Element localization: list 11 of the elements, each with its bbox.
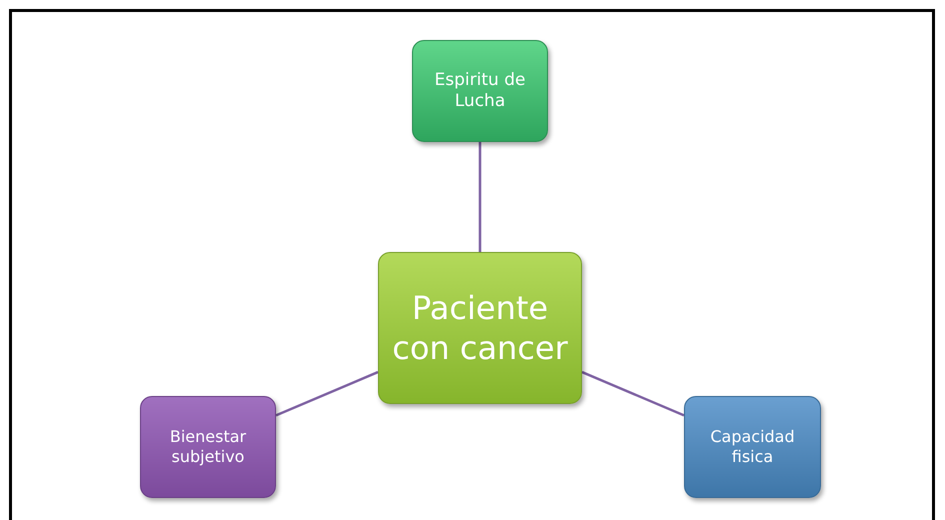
connector-line bbox=[582, 370, 684, 417]
node-label: Espiritu de Lucha bbox=[434, 70, 526, 112]
connector-line bbox=[478, 142, 482, 252]
node-label: Capacidad fisica bbox=[709, 427, 796, 467]
topic-box bbox=[378, 252, 582, 404]
topic-box bbox=[140, 396, 276, 498]
topic-box bbox=[684, 396, 821, 498]
node-label: Paciente con cancer bbox=[391, 288, 569, 368]
topic-box bbox=[412, 40, 548, 142]
node-label: Bienestar subjetivo bbox=[168, 427, 248, 467]
connector-line bbox=[276, 370, 378, 417]
